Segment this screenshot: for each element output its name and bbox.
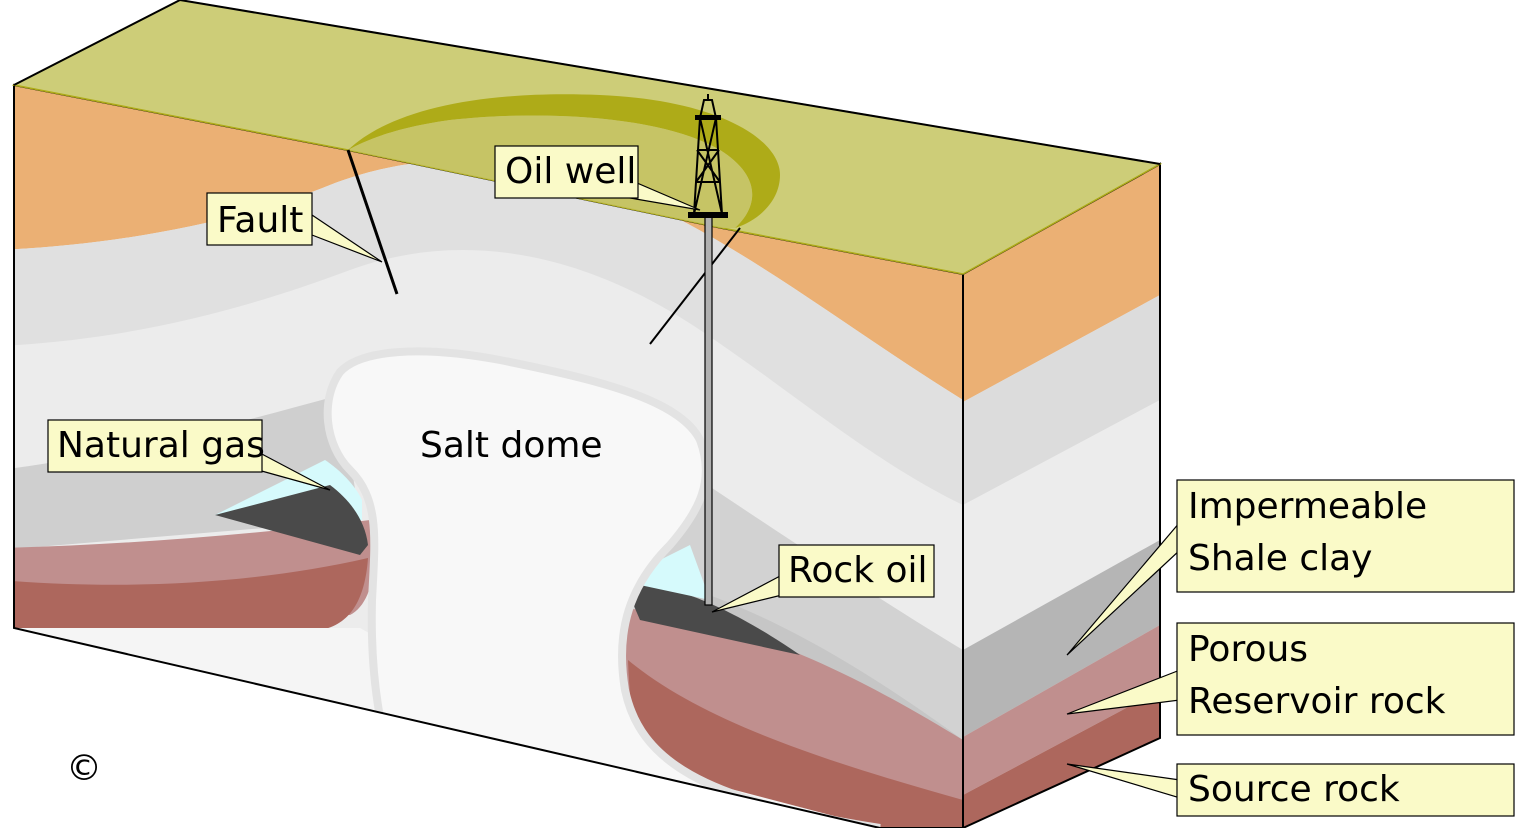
callout-box xyxy=(494,145,639,199)
callout-box xyxy=(47,419,263,473)
callout-fault: Fault xyxy=(206,192,383,263)
source-rock-label: Source rock xyxy=(1188,769,1400,810)
callout-rock-oil: Rock oil xyxy=(711,544,935,613)
derrick-platform-top xyxy=(695,115,721,120)
callout-porous: Porous Reservoir rock xyxy=(1066,622,1515,736)
callout-box xyxy=(206,192,313,246)
well-pipe xyxy=(704,214,713,606)
callout-impermeable: Impermeable Shale clay xyxy=(1066,479,1515,656)
porous-label-line2: Reservoir rock xyxy=(1188,681,1446,722)
side-grey-2 xyxy=(963,400,1160,650)
oil-pocket-right xyxy=(625,584,800,655)
callout-box xyxy=(1176,622,1515,736)
side-cross-section xyxy=(963,164,1160,828)
impermeable-label-line2: Shale clay xyxy=(1188,538,1372,579)
side-grey-1 xyxy=(963,295,1160,505)
impermeable-label-line1: Impermeable xyxy=(1188,486,1427,527)
grey-layer-upper xyxy=(14,160,963,520)
natural-gas-label: Natural gas xyxy=(57,425,265,466)
surface-dome-rim xyxy=(348,94,780,228)
source-layer-left xyxy=(14,558,368,640)
fault-line-right xyxy=(649,227,741,345)
fault-line-left xyxy=(346,149,399,295)
copyright-symbol: © xyxy=(66,748,102,789)
rock-oil-label: Rock oil xyxy=(788,550,928,591)
callout-source-rock: Source rock xyxy=(1066,763,1515,817)
callout-box xyxy=(1176,763,1515,817)
derrick-platform-base xyxy=(688,212,728,218)
oil-well-label: Oil well xyxy=(505,151,636,192)
side-source xyxy=(963,690,1160,828)
side-reservoir xyxy=(963,625,1160,795)
gas-pocket-right xyxy=(630,545,710,600)
fault-label: Fault xyxy=(217,200,303,241)
top-edge-line xyxy=(13,0,1161,165)
side-orange xyxy=(963,164,1160,402)
callout-pointer xyxy=(1066,763,1181,799)
callout-box xyxy=(1176,479,1515,593)
callout-box xyxy=(778,544,935,598)
callout-natural-gas: Natural gas xyxy=(47,419,331,491)
salt-dome-label: Salt dome xyxy=(420,425,603,466)
callout-oil-well: Oil well xyxy=(494,145,701,211)
porous-label-line1: Porous xyxy=(1188,629,1308,670)
salt-dome xyxy=(323,347,881,828)
oil-pocket-left xyxy=(215,485,368,555)
side-shale xyxy=(963,540,1160,737)
oil-well xyxy=(688,94,728,606)
